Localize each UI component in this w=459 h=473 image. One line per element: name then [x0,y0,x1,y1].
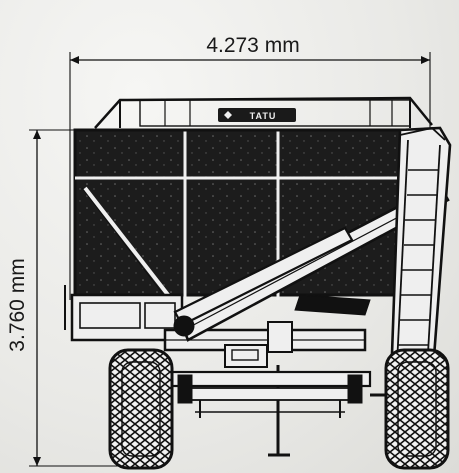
width-arrow-right [421,56,430,64]
height-arrow-bottom [33,457,41,466]
height-label: 3.760 mm [6,258,29,351]
diamond-icon [224,111,232,119]
width-dimension: 4.273 mm [69,34,431,300]
brand-logo-text: TATU [250,111,277,121]
height-arrow-top [33,130,41,139]
width-label: 4.273 mm [206,34,299,57]
wheel-left [108,348,174,470]
wheel-right [384,348,450,470]
width-arrow-left [70,56,79,64]
trailer-body [64,96,452,457]
brand-logo: TATU [218,108,296,122]
